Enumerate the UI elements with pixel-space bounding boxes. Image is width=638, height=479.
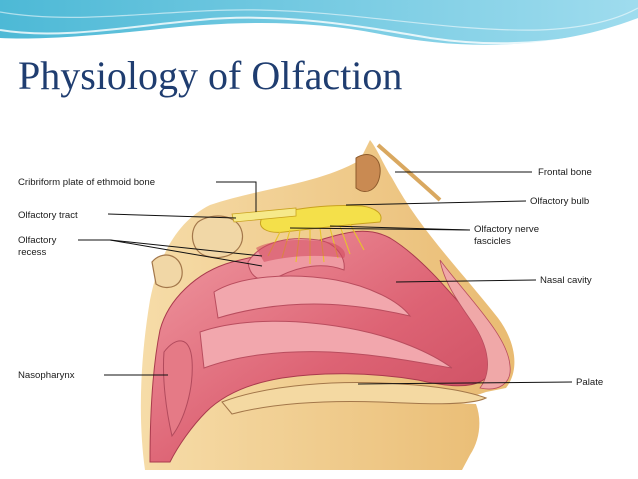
anatomy-illustration [140,140,515,470]
leader-fascicles-b [329,225,471,231]
diagram-labels: Cribriform plate of ethmoid bone Olfacto… [18,167,603,388]
leader-cribriform [216,181,257,212]
leader-palate [357,381,573,385]
label-nasal-cavity: Nasal cavity [540,275,592,286]
frontal-sinus [355,154,381,192]
label-olfactory-nerve-fascicles-line1: Olfactory nerve [474,224,539,235]
label-palate: Palate [576,377,603,388]
inferior-turbinate [199,320,453,369]
nasopharynx-fold [162,340,193,438]
label-olfactory-bulb: Olfactory bulb [530,196,589,207]
label-olfactory-recess-line2: recess [18,247,46,258]
label-nasopharynx: Nasopharynx [18,370,75,381]
label-frontal-bone: Frontal bone [538,167,592,178]
leader-nasal-cavity [395,279,537,283]
posterior-bone [151,254,183,289]
leader-olfactory-tract [107,213,237,219]
label-olfactory-nerve-fascicles-line2: fascicles [474,236,511,247]
leader-recess-c [109,239,263,267]
olfactory-tract-shape [231,207,297,223]
label-cribriform-plate: Cribriform plate of ethmoid bone [18,177,155,188]
nose-tip [439,259,511,390]
middle-turbinate [213,275,412,319]
label-olfactory-tract: Olfactory tract [18,210,78,221]
palate-bone [221,382,488,415]
leader-recess-b [109,239,263,257]
slide-title: Physiology of Olfaction [18,53,403,98]
header-wave-decoration [0,0,638,45]
leader-fascicles-a [289,227,471,231]
olfactory-recess-shape [256,240,346,262]
label-leader-lines [78,171,573,385]
label-olfactory-recess-line1: Olfactory [18,235,57,246]
leader-olfactory-bulb [345,200,527,206]
